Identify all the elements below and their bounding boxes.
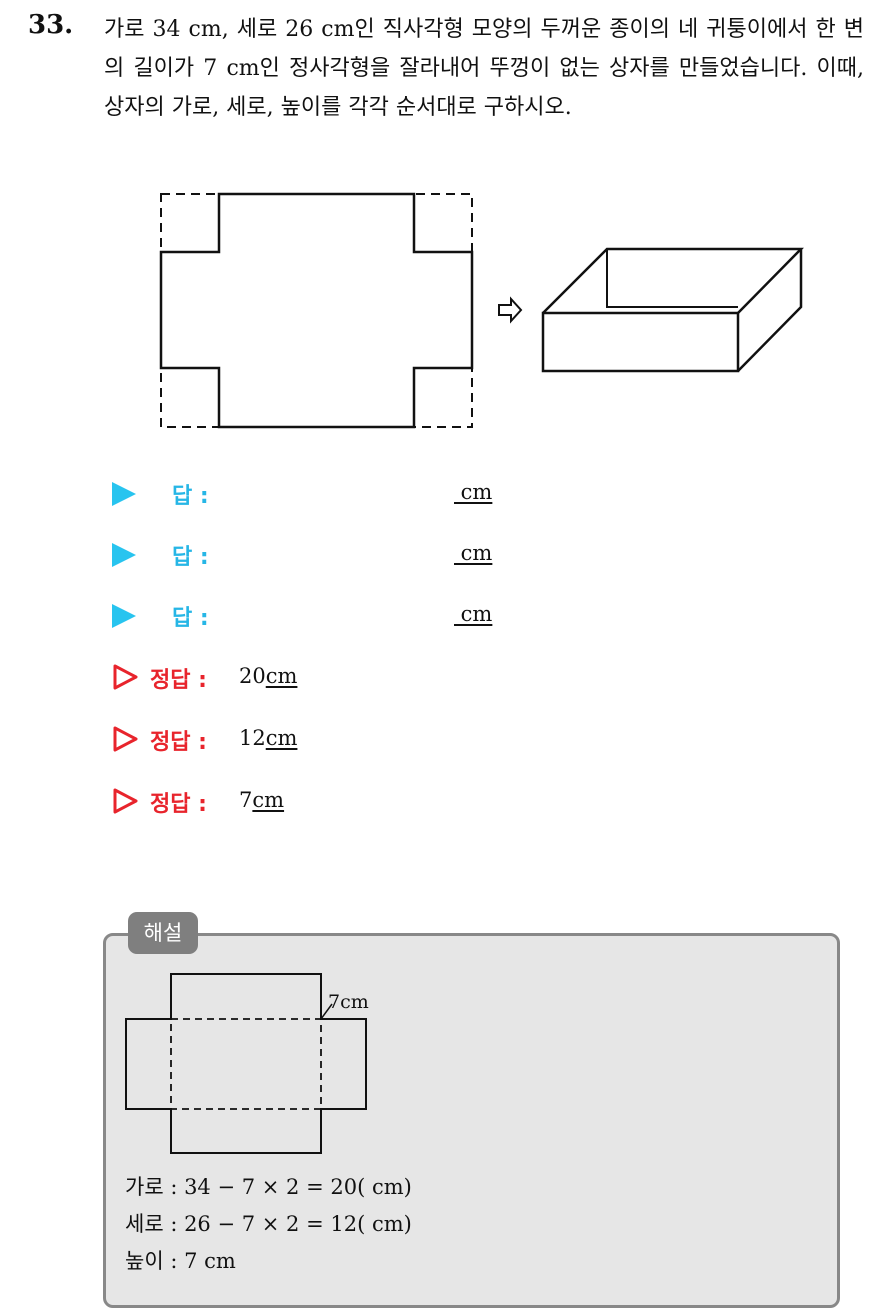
correct-answer-row: 정답 : 20cm xyxy=(112,662,412,696)
answer-triangle-icon xyxy=(112,604,136,628)
outline-triangle-icon xyxy=(113,788,138,814)
correct-value: 20cm xyxy=(239,664,298,688)
solution-tag: 해설 xyxy=(128,912,198,954)
open-box-drawing xyxy=(541,247,804,373)
question-number: 33. xyxy=(28,10,74,40)
answer-label: 답 : xyxy=(172,606,209,631)
answer-row: 답 : cm xyxy=(112,478,512,512)
correct-value: 12cm xyxy=(239,726,298,750)
answer-triangle-icon xyxy=(112,482,136,506)
solution-line-height: 높이 : 7 cm xyxy=(125,1249,236,1273)
answer-row: 답 : cm xyxy=(112,539,512,573)
correct-label: 정답 : xyxy=(150,730,207,755)
correct-value: 7cm xyxy=(239,788,285,812)
answer-blank-unit[interactable]: cm xyxy=(454,602,493,626)
correct-label: 정답 : xyxy=(150,668,207,693)
answer-label: 답 : xyxy=(172,484,209,509)
answer-label: 답 : xyxy=(172,545,209,570)
answer-blank-unit[interactable]: cm xyxy=(454,480,493,504)
cross-shaped-net xyxy=(159,192,474,429)
outline-triangle-icon xyxy=(113,726,138,752)
outline-triangle-icon xyxy=(113,664,138,690)
problem-figure xyxy=(159,192,804,429)
answer-row: 답 : cm xyxy=(112,600,512,634)
answer-triangle-icon xyxy=(112,543,136,567)
answer-blank-unit[interactable]: cm xyxy=(454,541,493,565)
solution-line-width: 가로 : 34 − 7 × 2 = 20( cm) xyxy=(125,1175,412,1199)
arrow-right-icon xyxy=(498,296,523,324)
solution-line-length: 세로 : 26 − 7 × 2 = 12( cm) xyxy=(125,1212,412,1236)
correct-answer-row: 정답 : 7cm xyxy=(112,786,412,820)
correct-answer-row: 정답 : 12cm xyxy=(112,724,412,758)
question-text: 가로 34 cm, 세로 26 cm인 직사각형 모양의 두꺼운 종이의 네 귀… xyxy=(104,17,864,120)
correct-label: 정답 : xyxy=(150,792,207,817)
